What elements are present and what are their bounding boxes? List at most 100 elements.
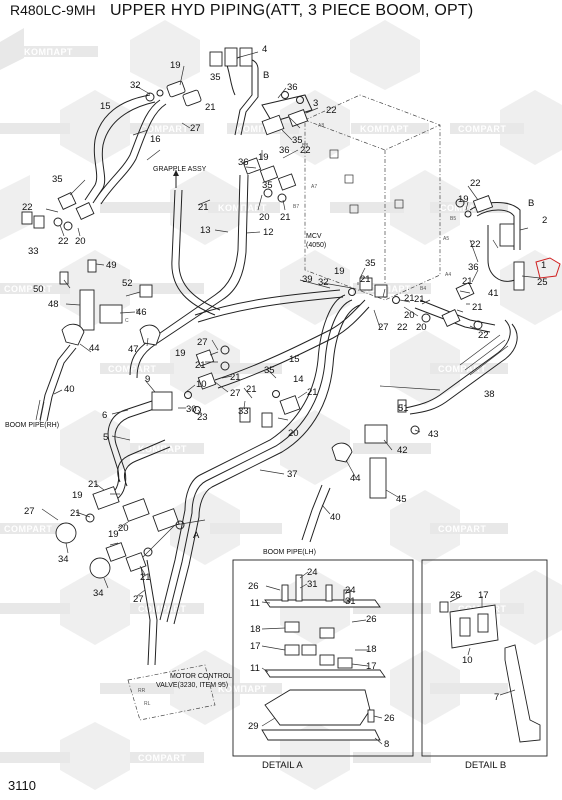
callout: 21 bbox=[195, 360, 206, 371]
motor-rr-label: RR bbox=[138, 688, 146, 694]
o-ring bbox=[143, 547, 153, 557]
callout: 22 bbox=[470, 178, 481, 189]
port-b5-label: B5 bbox=[450, 216, 456, 222]
detail-a-caption: DETAIL A bbox=[262, 760, 303, 771]
page-title: UPPER HYD PIPING(ATT, 3 PIECE BOOM, OPT) bbox=[110, 2, 474, 19]
bolt bbox=[281, 584, 289, 602]
watermark-hex-icon bbox=[0, 28, 24, 70]
callout: 27 bbox=[190, 123, 201, 134]
watermark-text: COMPART bbox=[438, 364, 486, 374]
clamp-plate-11 bbox=[264, 669, 386, 678]
ref-b-right-label: B bbox=[528, 198, 534, 209]
boom-pipe-lh-label: BOOM PIPE(LH) bbox=[263, 549, 316, 556]
pipe-network bbox=[35, 56, 521, 666]
ref-a-label: A bbox=[193, 530, 200, 541]
flange-block-9 bbox=[151, 391, 173, 411]
callout: 22 bbox=[300, 145, 311, 156]
callout: 40 bbox=[330, 512, 341, 523]
watermark-hex-icon bbox=[350, 20, 420, 90]
o-ring bbox=[263, 188, 273, 198]
clamp-17 bbox=[284, 644, 300, 656]
mcv-port bbox=[344, 174, 354, 184]
callout: 21 bbox=[360, 274, 371, 285]
callout: 51 bbox=[398, 403, 409, 414]
watermark-text: KOMПАРТ bbox=[360, 124, 409, 134]
callout: 21 bbox=[88, 479, 99, 490]
o-ring bbox=[220, 345, 230, 355]
clamp-assembly bbox=[449, 604, 499, 649]
flange-block bbox=[279, 395, 301, 415]
valve-block-46 bbox=[99, 304, 123, 324]
o-ring bbox=[53, 217, 63, 227]
motor-control-valve bbox=[127, 664, 216, 721]
callout: 22 bbox=[58, 236, 69, 247]
cap-34b bbox=[89, 557, 111, 579]
callout: 34 bbox=[93, 588, 104, 599]
callout: 31 bbox=[307, 579, 318, 590]
watermark-band bbox=[353, 443, 431, 454]
callout: 33 bbox=[28, 246, 39, 257]
pipe-5-b bbox=[123, 446, 171, 487]
callout: 19 bbox=[258, 152, 269, 163]
watermark-text: COMPART bbox=[440, 203, 488, 213]
callout: 33 bbox=[238, 406, 249, 417]
callout: 44 bbox=[350, 473, 361, 484]
watermark-hex-icon bbox=[280, 250, 350, 325]
fitting bbox=[224, 47, 238, 67]
clamp-17 bbox=[337, 657, 353, 669]
callout: 32 bbox=[318, 277, 329, 288]
callout: 26 bbox=[450, 590, 461, 601]
callout: 42 bbox=[397, 445, 408, 456]
callout: 30 bbox=[186, 404, 197, 415]
watermark-row-9: KOMПАРТ bbox=[100, 650, 508, 725]
flange-block bbox=[152, 508, 180, 532]
flange-block bbox=[197, 372, 217, 390]
hose-38-b bbox=[409, 323, 518, 415]
port-a7-label: A7 bbox=[311, 184, 317, 190]
bolt bbox=[325, 584, 333, 602]
flange-block bbox=[122, 498, 150, 522]
callout: 26 bbox=[366, 614, 377, 625]
components: RR RL bbox=[21, 47, 561, 721]
adapter-52 bbox=[139, 284, 153, 298]
fitting bbox=[209, 51, 223, 67]
watermark-hex-icon bbox=[390, 490, 460, 565]
clamp-17 bbox=[301, 644, 317, 656]
hose-38 bbox=[404, 319, 511, 409]
watermark-band bbox=[208, 202, 280, 213]
watermark-text: KOMПАРТ bbox=[218, 684, 267, 694]
pipe-37 bbox=[159, 294, 346, 621]
flange-block bbox=[359, 277, 373, 291]
elbow-44 bbox=[61, 323, 85, 346]
callout: 25 bbox=[537, 277, 548, 288]
flange-block bbox=[287, 109, 309, 127]
watermark-band bbox=[100, 683, 174, 694]
pipe-37-c bbox=[173, 304, 361, 625]
mcv-port bbox=[394, 199, 404, 209]
callout: 5 bbox=[103, 432, 108, 443]
mcv-port bbox=[329, 149, 339, 159]
hose-15-b bbox=[92, 101, 156, 204]
callout: 1 bbox=[541, 260, 546, 271]
callout: 27 bbox=[24, 506, 35, 517]
callout: 9 bbox=[145, 374, 150, 385]
hose-38-wrap bbox=[459, 334, 509, 376]
pipe-2 bbox=[469, 202, 521, 250]
callout: 10 bbox=[462, 655, 473, 666]
clamp-half bbox=[239, 407, 251, 423]
callout: 20 bbox=[259, 212, 270, 223]
callout: 11 bbox=[250, 663, 260, 674]
pipe-6-b bbox=[114, 406, 161, 500]
watermark-hex-icon bbox=[500, 90, 562, 165]
watermark-band bbox=[353, 603, 431, 614]
flange-block bbox=[182, 89, 202, 107]
o-ring bbox=[156, 89, 164, 97]
flange-block bbox=[261, 114, 285, 136]
callout: 21 bbox=[198, 202, 209, 213]
watermark-hex-icon bbox=[390, 330, 460, 405]
watermark-band bbox=[227, 123, 299, 134]
bolt bbox=[439, 601, 449, 613]
watermark-text: COMPART bbox=[4, 284, 52, 294]
watermark-hex-icon bbox=[390, 170, 460, 245]
